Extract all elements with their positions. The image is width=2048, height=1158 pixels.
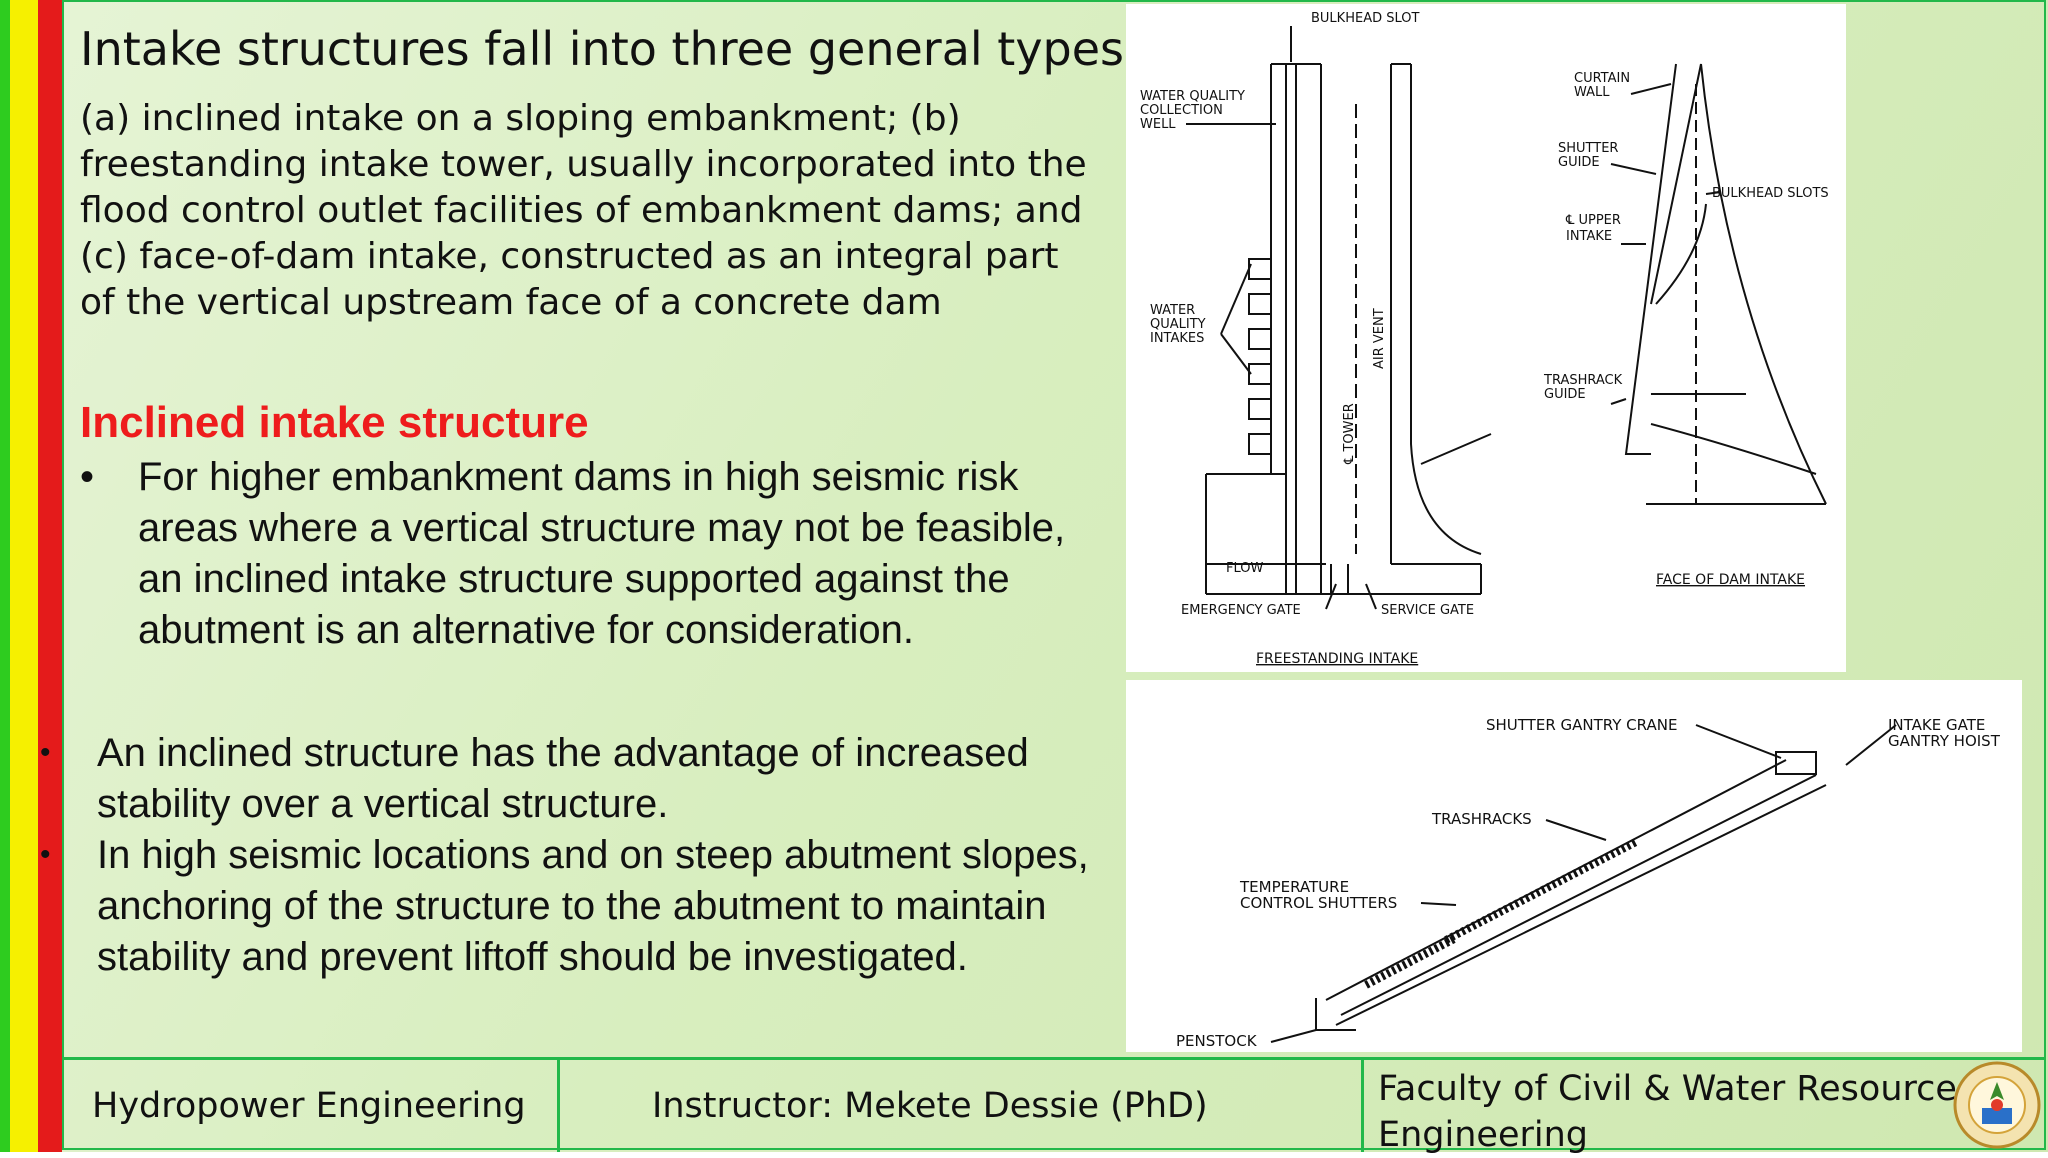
slide-frame [62,0,2046,1150]
trashrack-guide-label-1: TRASHRACK [1543,373,1623,388]
freestanding-caption: FREESTANDING INTAKE [1256,651,1418,667]
bullet-symbol: • [80,455,95,499]
bulkhead-slot-label: BULKHEAD SLOT [1311,11,1419,26]
curtain-wall-label-1: CURTAIN [1574,71,1630,86]
flow-label: FLOW [1226,561,1263,576]
footer-instructor-cell: Instructor: Mekete Dessie (PhD) [560,1060,1364,1152]
instructor-name: Instructor: Mekete Dessie (PhD) [652,1086,1208,1126]
wq-well-label-2: COLLECTION [1140,103,1223,118]
intro-paragraph: (a) inclined intake on a sloping embankm… [80,98,1087,323]
shutter-guide-label-1: SHUTTER [1558,141,1618,156]
green-stripe [0,0,10,1152]
red-stripe [38,0,62,1152]
inclined-intake-drawing: SHUTTER GANTRY CRANE INTAKE GATE GANTRY … [1176,716,2001,1050]
wq-intakes-label-1: WATER [1150,303,1195,318]
upper-intake-label-2: INTAKE [1566,229,1612,244]
wq-intakes-label-2: QUALITY [1150,317,1206,332]
bullet-symbol: • [40,838,51,871]
slide-title: Intake structures fall into three genera… [80,22,1125,76]
trashracks-label: TRASHRACKS [1431,810,1532,828]
bullet-symbol: • [40,736,51,769]
inclined-intake-figure: SHUTTER GANTRY CRANE INTAKE GATE GANTRY … [1126,680,2022,1052]
footer-course-cell: Hydropower Engineering [62,1060,560,1152]
tower-centerline-label: ℄ TOWER [1342,403,1357,465]
intake-gate-hoist-label-1: INTAKE GATE [1888,716,1985,734]
air-vent-label: AIR VENT [1372,308,1387,369]
emergency-gate-label: EMERGENCY GATE [1181,603,1301,618]
slide-footer: Hydropower Engineering Instructor: Meket… [62,1057,2046,1155]
intake-types-figure: BULKHEAD SLOT WATER QUALITY COLLECTION W… [1126,4,1846,672]
footer-faculty-cell: Faculty of Civil & Water Resource Engine… [1364,1060,1964,1155]
upper-intake-label-1: ℄ UPPER [1565,213,1621,228]
course-name: Hydropower Engineering [92,1086,526,1126]
intake-types-drawing: BULKHEAD SLOT WATER QUALITY COLLECTION W… [1140,11,1829,667]
shutter-gantry-crane-label: SHUTTER GANTRY CRANE [1486,716,1677,734]
curtain-wall-label-2: WALL [1574,85,1610,100]
bullet-item-2: An inclined structure has the advantage … [97,731,1029,826]
temp-shutters-label-2: CONTROL SHUTTERS [1240,894,1397,912]
bullet-item-1: • For higher embankment dams in high sei… [80,452,1080,656]
faculty-line-1: Faculty of Civil & Water Resource [1378,1069,1957,1109]
temp-shutters-label-1: TEMPERATURE [1239,878,1349,896]
face-of-dam-caption: FACE OF DAM INTAKE [1656,572,1805,588]
yellow-stripe [10,0,38,1152]
bulkhead-slots-label: BULKHEAD SLOTS [1712,186,1829,201]
penstock-label: PENSTOCK [1176,1032,1258,1050]
section-heading: Inclined intake structure [80,398,589,447]
bullet-item-3: In high seismic locations and on steep a… [97,833,1089,979]
faculty-line-2: Engineering [1378,1115,1588,1155]
shutter-guide-label-2: GUIDE [1558,155,1600,170]
service-gate-label: SERVICE GATE [1381,603,1474,618]
wq-well-label-3: WELL [1140,117,1176,132]
intake-gate-hoist-label-2: GANTRY HOIST [1888,732,2001,750]
wq-well-label-1: WATER QUALITY [1140,89,1245,104]
trashrack-guide-label-2: GUIDE [1544,387,1586,402]
bullet-text: For higher embankment dams in high seism… [138,455,1066,652]
wq-intakes-label-3: INTAKES [1150,331,1204,346]
university-logo [1953,1061,2041,1149]
